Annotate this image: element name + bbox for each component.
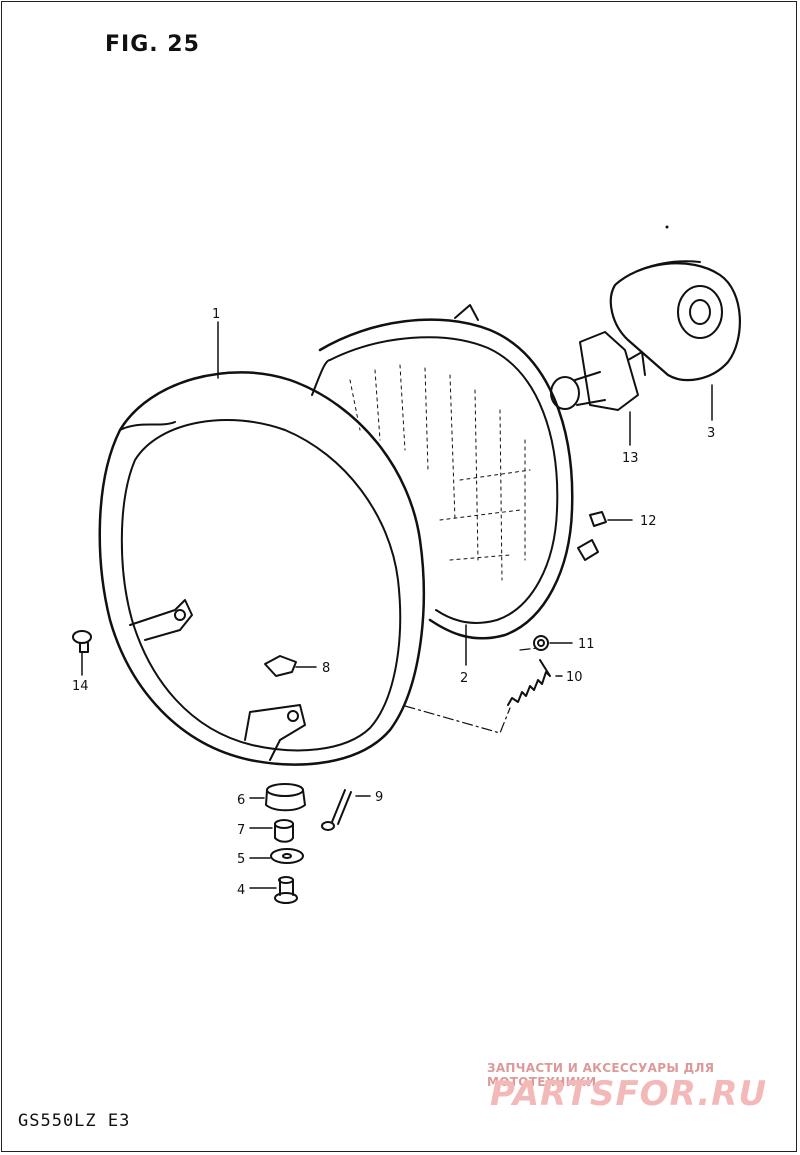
part-3-socket-cover: [609, 260, 741, 382]
watermark-text: ЗАПЧАСТИ И АКСЕССУАРЫ ДЛЯ МОТОТЕХНИКИ: [487, 1061, 715, 1089]
callout-3: 3: [707, 426, 715, 441]
speck: [665, 225, 669, 229]
watermark-logo: PARTSFOR.RU: [490, 1074, 768, 1114]
part-2-lens-unit: [311, 304, 599, 640]
leader-lines: [81, 321, 713, 889]
part-7-collar: [274, 819, 294, 843]
figure-title: FIG. 25: [105, 32, 200, 57]
callout-7: 7: [237, 823, 245, 838]
callout-labels: 1 2 3 4 5 6 7 8 9 10 11 12 13 14: [72, 307, 715, 898]
callout-8: 8: [322, 661, 330, 676]
callout-6: 6: [237, 793, 245, 808]
callout-12: 12: [640, 514, 657, 529]
part-1-headlight-housing: [98, 371, 425, 766]
part-4-bolt: [274, 876, 298, 904]
part-14-screw: [72, 630, 92, 653]
callout-10: 10: [566, 670, 583, 685]
callout-13: 13: [622, 451, 639, 466]
part-12-nut: [589, 511, 607, 527]
part-9-screw: [321, 789, 352, 831]
part-10-spring: [507, 659, 551, 706]
assembly-lines: [404, 647, 539, 734]
part-8-clip: [264, 655, 297, 677]
callout-14: 14: [72, 679, 89, 694]
callout-4: 4: [237, 883, 245, 898]
callout-9: 9: [375, 790, 383, 805]
part-13-bulb: [550, 331, 646, 411]
callout-11: 11: [578, 637, 595, 652]
callout-5: 5: [237, 852, 245, 867]
part-5-washer: [270, 848, 304, 864]
callout-2: 2: [460, 671, 468, 686]
callout-1: 1: [212, 307, 220, 322]
part-11-nut: [533, 635, 549, 651]
model-code: GS550LZ E3: [18, 1111, 131, 1131]
part-6-grommet: [265, 783, 306, 812]
